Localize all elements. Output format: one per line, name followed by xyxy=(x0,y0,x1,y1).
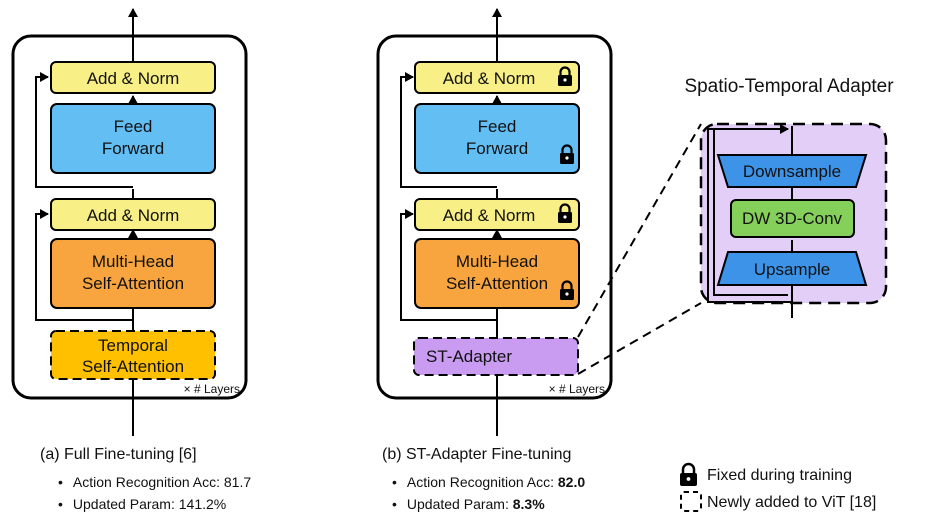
panel-a-layer-frame xyxy=(11,34,248,400)
add-norm-bottom-block xyxy=(414,198,580,231)
downsample-label: Downsample xyxy=(743,162,841,181)
panel-b-bullet-2: •Updated Param: 8.3% xyxy=(392,496,545,512)
add-norm-top-block xyxy=(50,61,216,94)
feed-forward-block xyxy=(50,103,216,174)
panel-b-layer-frame xyxy=(376,34,613,400)
lock-icon xyxy=(560,280,574,300)
bullet-icon: • xyxy=(58,496,63,512)
multi-head-attention-block xyxy=(50,238,216,309)
panel-a-caption: (a) Full Fine-tuning [6] xyxy=(40,446,197,463)
feed-forward-label-2: Forward xyxy=(466,139,528,158)
panel-b-layers-label: × # Layers xyxy=(549,382,605,396)
adapter-title: Spatio-Temporal Adapter xyxy=(684,76,894,97)
dashed-box-icon xyxy=(680,491,702,512)
adapter-detail: Spatio-Temporal Adapter Downsample DW 3D… xyxy=(684,76,894,318)
bullet-icon: • xyxy=(392,496,397,512)
add-norm-bottom-label: Add & Norm xyxy=(87,206,180,225)
lock-icon xyxy=(558,66,572,86)
panel-b-caption: (b) ST-Adapter Fine-tuning xyxy=(382,446,572,463)
downsample-block xyxy=(716,154,868,188)
panel-a-bullet-2: •Updated Param: 141.2% xyxy=(58,496,227,512)
st-adapter-label: ST-Adapter xyxy=(426,347,512,366)
add-norm-bottom-block xyxy=(50,198,216,231)
dw-3d-conv-block xyxy=(730,199,855,238)
feed-forward-block xyxy=(414,103,580,174)
panel-a-bullet-1: •Action Recognition Acc: 81.7 xyxy=(58,474,252,490)
feed-forward-label-1: Feed xyxy=(478,117,517,136)
temporal-attention-block xyxy=(50,330,216,380)
add-norm-top-label: Add & Norm xyxy=(87,69,180,88)
bullet-icon: • xyxy=(58,474,63,490)
feed-forward-label-1: Feed xyxy=(114,117,153,136)
upsample-block xyxy=(716,251,868,286)
legend-fixed-label: Fixed during training xyxy=(707,467,852,484)
temporal-label-2: Self-Attention xyxy=(82,357,184,376)
mhsa-label-1: Multi-Head xyxy=(456,252,538,271)
lock-icon xyxy=(560,144,574,164)
temporal-label-1: Temporal xyxy=(98,336,168,355)
multi-head-attention-block xyxy=(414,238,580,309)
legend-new-label: Newly added to ViT [18] xyxy=(707,494,877,511)
add-norm-bottom-label: Add & Norm xyxy=(443,206,536,225)
upsample-label: Upsample xyxy=(754,260,831,279)
mhsa-label-1: Multi-Head xyxy=(92,252,174,271)
panel-a-layers-label: × # Layers xyxy=(184,382,240,396)
add-norm-top-label: Add & Norm xyxy=(443,69,536,88)
lock-icon xyxy=(680,462,697,486)
add-norm-top-block xyxy=(414,61,580,94)
mhsa-label-2: Self-Attention xyxy=(82,274,184,293)
panel-b-bullet-1: •Action Recognition Acc: 82.0 xyxy=(392,474,586,490)
feed-forward-label-2: Forward xyxy=(102,139,164,158)
st-adapter-block xyxy=(413,337,579,376)
zoom-line-bottom xyxy=(577,302,702,375)
lock-icon xyxy=(558,203,572,223)
dw-3d-conv-label: DW 3D-Conv xyxy=(742,209,843,228)
mhsa-label-2: Self-Attention xyxy=(446,274,548,293)
zoom-line-top xyxy=(577,123,702,338)
bullet-icon: • xyxy=(392,474,397,490)
